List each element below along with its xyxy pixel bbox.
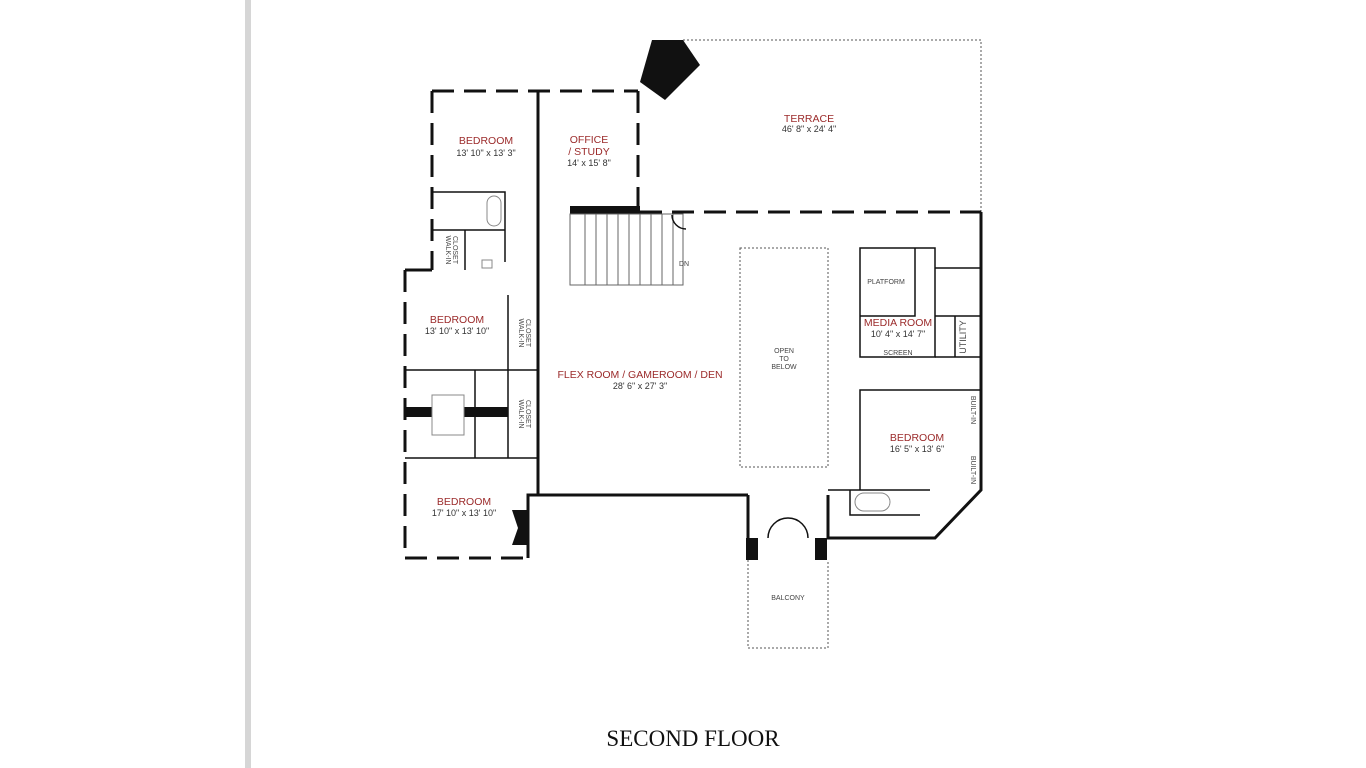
east-bedroom-walls: [859, 389, 981, 490]
bedroom-e-label: BEDROOM: [890, 432, 944, 444]
office-label-2: / STUDY: [568, 146, 609, 158]
office-label: OFFICE: [570, 134, 609, 146]
plan-title: SECOND FLOOR: [606, 726, 780, 751]
bedroom-e-dim: 16' 5" x 13' 6": [890, 444, 944, 454]
fireplace-bedroom: [512, 510, 528, 545]
balcony-label: BALCONY: [771, 595, 805, 602]
flex-room-dim: 28' 6" x 27' 3": [613, 381, 667, 391]
sink: [481, 259, 493, 269]
bedroom-w-label: BEDROOM: [430, 314, 484, 326]
open-to-below: [739, 247, 829, 468]
viewer-scrollbar-edge: [245, 0, 251, 768]
terrace-label: TERRACE: [784, 113, 834, 125]
bedroom-sw-label: BEDROOM: [437, 496, 491, 508]
media-room-walls: [859, 247, 936, 358]
builtin-label-1: BUILT-IN: [969, 396, 976, 424]
bathtub-east: [854, 492, 891, 512]
closet-label-w2: CLOSET: [524, 400, 531, 429]
media-room-label: MEDIA ROOM: [864, 317, 932, 329]
walkin-label-nw: WALK-IN: [444, 236, 451, 265]
screen-label: SCREEN: [883, 350, 912, 357]
staircase: [569, 213, 684, 286]
open-label-3: BELOW: [771, 364, 797, 371]
media-room-dim: 10' 4" x 14' 7": [871, 329, 925, 339]
east-bath-walls: [828, 489, 930, 516]
platform-outline: [860, 248, 916, 317]
open-label-1: OPEN: [774, 348, 794, 355]
terrace-dim: 46' 8" x 24' 4": [782, 124, 836, 134]
terrace-outline: [683, 39, 982, 212]
bedroom-nw-label: BEDROOM: [459, 135, 513, 147]
door-swing: [671, 214, 687, 230]
bathtub: [486, 195, 502, 227]
pillar-right: [815, 538, 827, 560]
bedroom-w-dim: 13' 10" x 13' 10": [425, 326, 489, 336]
balcony-doors: [767, 517, 809, 539]
builtin-label-2: BUILT-IN: [969, 456, 976, 484]
stairs-down-label: DN: [679, 261, 689, 268]
closet-label-w1: CLOSET: [524, 319, 531, 348]
west-wall-lower: [403, 270, 528, 560]
stair-wall: [570, 206, 640, 214]
flex-room-label: FLEX ROOM / GAMEROOM / DEN: [557, 369, 722, 381]
office-dim: 14' x 15' 8": [567, 158, 611, 168]
east-wall: [826, 212, 983, 540]
walkin-label-w1: WALK-IN: [517, 319, 524, 348]
balcony-outline: [747, 560, 829, 649]
bath-walls-nw: [432, 191, 506, 270]
pillar-left: [746, 538, 758, 560]
bedroom-nw-dim: 13' 10" x 13' 3": [456, 148, 515, 158]
platform-label: PLATFORM: [867, 279, 905, 286]
open-label-2: TO: [779, 356, 789, 363]
utility-walls: [935, 267, 981, 358]
vanity: [431, 394, 465, 436]
bedroom-sw-dim: 17' 10" x 13' 10": [432, 508, 496, 518]
closet-label-nw: CLOSET: [451, 236, 458, 265]
bath-walls-west: [405, 295, 538, 459]
fireplace-terrace: [640, 40, 700, 100]
walkin-label-w2: WALK-IN: [517, 400, 524, 429]
utility-label: UTILITY: [958, 320, 968, 354]
